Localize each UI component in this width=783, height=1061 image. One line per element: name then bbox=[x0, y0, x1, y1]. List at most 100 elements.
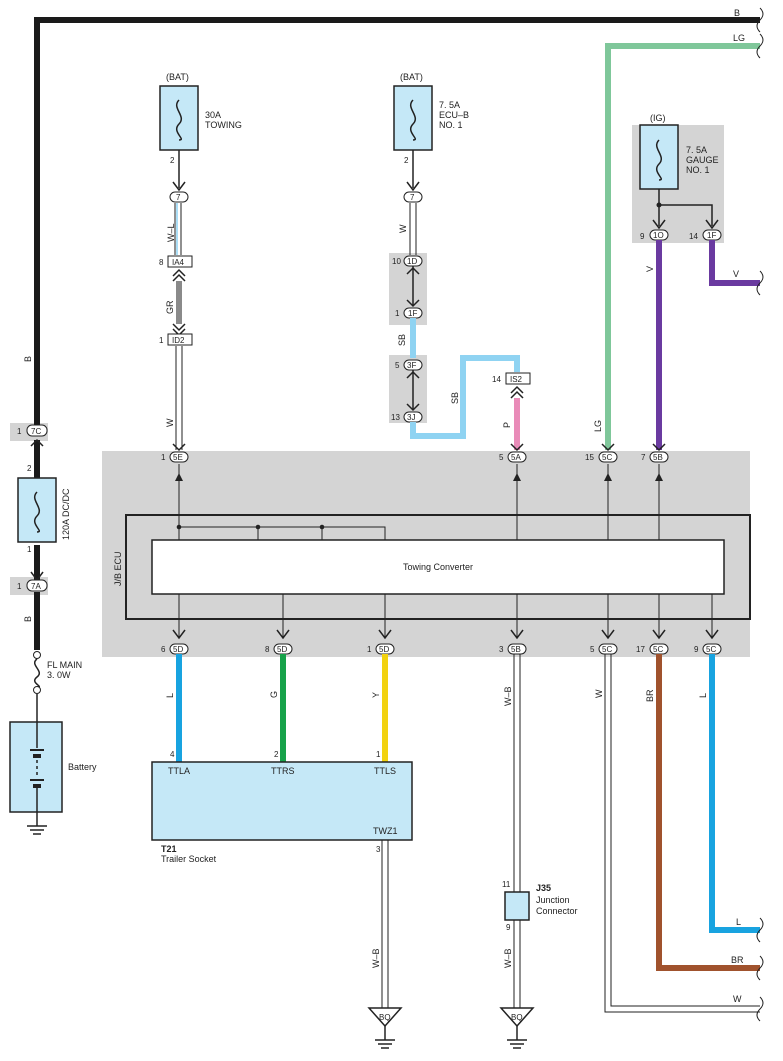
ecu-top-conn-4: 5B bbox=[653, 453, 663, 462]
ecu-bottom-conn-6: 5C bbox=[653, 645, 663, 654]
wire-sb-long bbox=[410, 355, 520, 439]
ecu-bottom-pin-6: 17 bbox=[636, 645, 645, 654]
connector-3f-pin: 5 bbox=[395, 361, 400, 370]
gauge-fuse bbox=[639, 124, 679, 190]
wire-y-label: Y bbox=[371, 692, 381, 698]
ecub-fuse-name2: NO. 1 bbox=[439, 120, 463, 130]
fl-main-name: FL MAIN bbox=[47, 660, 82, 670]
ecub-fuse-pin: 2 bbox=[404, 156, 409, 165]
connector-7c bbox=[26, 424, 48, 437]
wire-sb-label-2: SB bbox=[450, 392, 460, 404]
wire-b bbox=[34, 7, 764, 650]
connector-ia4 bbox=[167, 255, 193, 268]
jb-ecu-label: J/B ECU bbox=[113, 551, 123, 586]
gauge-fuse-element bbox=[656, 139, 662, 181]
ecu-top-conn-1: 5E bbox=[173, 453, 183, 462]
trailer-socket bbox=[151, 761, 413, 841]
wire-br bbox=[656, 654, 760, 971]
wire-lg-label-side: LG bbox=[593, 420, 603, 432]
connector-1f-label: 1F bbox=[408, 309, 417, 318]
wire-l-ttla-label: L bbox=[165, 693, 175, 698]
gauge-fuse-name2: NO. 1 bbox=[686, 165, 710, 175]
ecub-fuse-rating: 7. 5A bbox=[439, 100, 460, 110]
dcdc-fuse-element bbox=[34, 491, 40, 533]
connector-3j-label: 3J bbox=[407, 413, 415, 422]
wire-w-l-label: W–L bbox=[166, 223, 176, 242]
trailer-ground-pin: 3 bbox=[376, 845, 381, 854]
junction-id: J35 bbox=[536, 883, 551, 893]
connector-1d-pin: 10 bbox=[392, 257, 401, 266]
wire-w-right-label-2: W bbox=[733, 994, 742, 1004]
connector-7c-label: 7C bbox=[31, 427, 41, 436]
connector-7a bbox=[26, 579, 48, 592]
gauge-1f-pin: 14 bbox=[689, 232, 698, 241]
trailer-ttla: TTLA bbox=[168, 766, 190, 776]
wire-w-b-label-2: W–B bbox=[503, 948, 513, 968]
jb-ecu bbox=[125, 514, 751, 620]
ecu-bottom-pin-7: 9 bbox=[694, 645, 699, 654]
gauge-fuse-rating: 7. 5A bbox=[686, 145, 707, 155]
wire-w-towing-label: W bbox=[165, 418, 175, 427]
trailer-twz1: TWZ1 bbox=[373, 826, 398, 836]
trailer-ttls: TTLS bbox=[374, 766, 396, 776]
ground-bq-left-label: BQ bbox=[379, 1013, 391, 1022]
towing-converter-label: Towing Converter bbox=[403, 562, 473, 572]
ecu-bottom-pin-3: 1 bbox=[367, 645, 372, 654]
junction-name1: Junction bbox=[536, 895, 570, 905]
ecu-internal-bottom bbox=[178, 594, 713, 638]
ecu-bottom-pin-2: 8 bbox=[265, 645, 270, 654]
trailer-pin-4: 4 bbox=[170, 750, 175, 759]
connector-1f-pin: 1 bbox=[395, 309, 400, 318]
towing-fuse-element bbox=[176, 99, 182, 141]
ecu-bottom-pin-5: 5 bbox=[590, 645, 595, 654]
connector-is2-pin: 14 bbox=[492, 375, 501, 384]
wire-b-label-top: B bbox=[734, 8, 740, 18]
trailer-pin-1: 1 bbox=[376, 750, 381, 759]
dcdc-pin-bottom: 1 bbox=[27, 545, 32, 554]
ground-bq-left-icon bbox=[367, 1007, 403, 1049]
junction-name2: Connector bbox=[536, 906, 578, 916]
wire-l-right-label-1: L bbox=[698, 693, 708, 698]
towing-fuse-rating: 30A bbox=[205, 110, 221, 120]
towing-converter bbox=[151, 539, 725, 595]
wire-w-right bbox=[604, 654, 764, 1022]
gauge-connector-1f-label: 1F bbox=[707, 231, 716, 240]
wire-br-label-2: BR bbox=[731, 955, 744, 965]
ecu-top-pin-4: 7 bbox=[641, 453, 646, 462]
ecu-bottom-pin-4: 3 bbox=[499, 645, 504, 654]
wire-v-label-right: V bbox=[733, 269, 739, 279]
wire-w-ecub-label: W bbox=[398, 224, 408, 233]
battery-label: Battery bbox=[68, 762, 97, 772]
ground-bq-right-label: BQ bbox=[511, 1013, 523, 1022]
junction-connector bbox=[504, 891, 530, 921]
connector-id2-label: ID2 bbox=[172, 336, 185, 345]
ecub-connector-7-label: 7 bbox=[410, 193, 415, 202]
ground-bq-right-icon bbox=[499, 1007, 535, 1049]
ecu-bottom-pin-1: 6 bbox=[161, 645, 166, 654]
ecu-bottom-conn-4: 5B bbox=[511, 645, 521, 654]
wire-g-label: G bbox=[269, 691, 279, 698]
connector-1d-label: 1D bbox=[407, 257, 417, 266]
towing-fuse-pin: 2 bbox=[170, 156, 175, 165]
towing-fuse-source: (BAT) bbox=[166, 72, 189, 82]
wire-w-l bbox=[174, 203, 182, 255]
ecub-connector-7 bbox=[403, 191, 423, 203]
battery-ground-icon bbox=[27, 812, 47, 835]
fl-main-fusible-link bbox=[34, 658, 40, 688]
towing-connector-7 bbox=[169, 191, 189, 203]
ecu-bottom-connectors bbox=[169, 643, 722, 655]
wire-w-b-trailer bbox=[381, 840, 389, 1010]
ecu-top-connectors bbox=[169, 443, 669, 463]
wire-w-b-trailer-label: W–B bbox=[371, 948, 381, 968]
junction-pin-top: 11 bbox=[502, 880, 511, 889]
connector-3j-pin: 13 bbox=[391, 413, 400, 422]
dcdc-pin-top: 2 bbox=[27, 464, 32, 473]
trailer-id: T21 bbox=[161, 844, 177, 854]
ecu-bottom-conn-2: 5D bbox=[277, 645, 287, 654]
ecu-top-pin-3: 15 bbox=[585, 453, 594, 462]
connector-ia4-pin: 8 bbox=[159, 258, 164, 267]
trailer-name: Trailer Socket bbox=[161, 854, 217, 864]
wire-gr-label: GR bbox=[165, 300, 175, 314]
ecu-bottom-conn-3: 5D bbox=[379, 645, 389, 654]
